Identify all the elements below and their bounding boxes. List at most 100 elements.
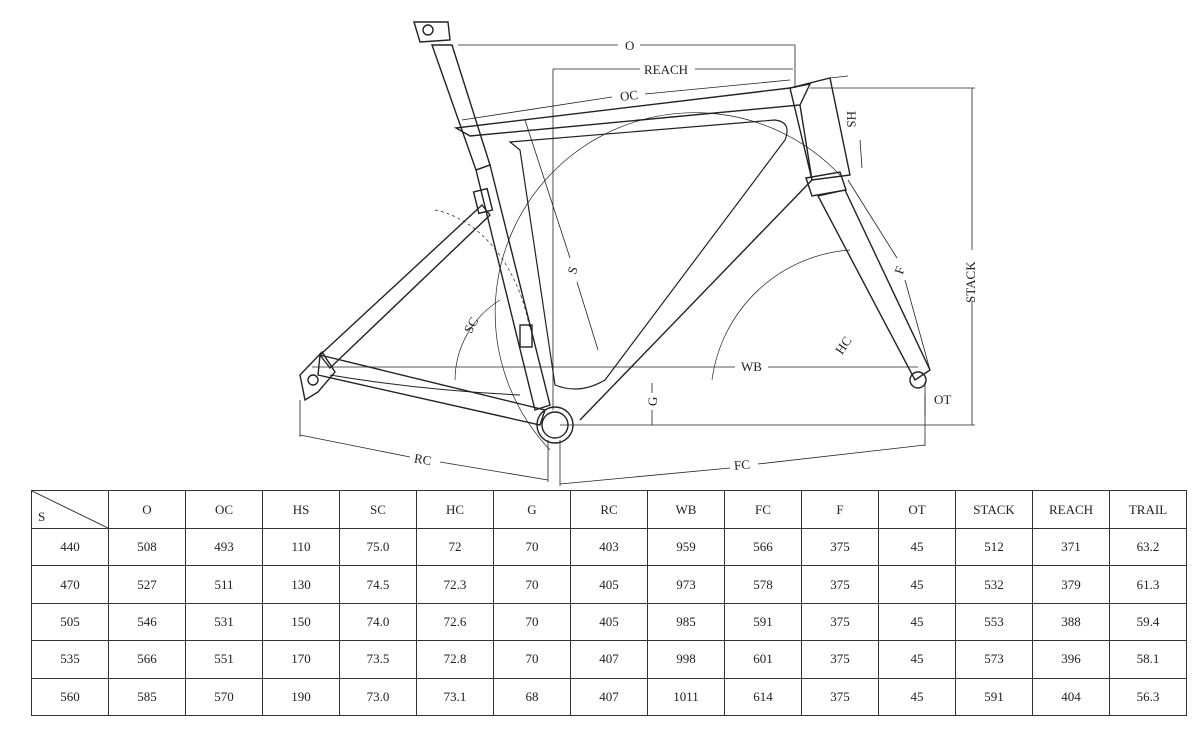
label-f: F xyxy=(891,264,908,276)
table-cell: 110 xyxy=(262,527,340,567)
table-cell: 985 xyxy=(647,602,725,642)
corner-diagonal xyxy=(32,491,108,528)
header-cell: SC xyxy=(339,490,417,529)
table-cell: 70 xyxy=(493,602,571,642)
table-cell: 614 xyxy=(724,677,802,717)
table-cell: 63.2 xyxy=(1109,527,1187,567)
corner-label: S xyxy=(38,509,46,524)
table-cell: 70 xyxy=(493,640,571,679)
table-cell: 578 xyxy=(724,565,802,604)
table-cell: 591 xyxy=(955,677,1033,717)
label-rc: RC xyxy=(413,450,433,468)
header-cell: OC xyxy=(185,490,263,529)
table-cell: 573 xyxy=(955,640,1033,679)
table-cell: 566 xyxy=(724,527,802,567)
table-cell: 546 xyxy=(108,602,186,642)
table-cell: 566 xyxy=(108,640,186,679)
table-cell: 388 xyxy=(1032,602,1110,642)
dimension-labels: O REACH OC HS STACK S F SC HC WB G OT RC… xyxy=(413,38,978,473)
label-g: G xyxy=(645,397,660,406)
size-cell: 470 xyxy=(31,565,109,604)
table-cell: 45 xyxy=(878,677,956,717)
table-cell: 371 xyxy=(1032,527,1110,567)
label-fc: FC xyxy=(733,457,750,473)
table-cell: 70 xyxy=(493,527,571,567)
header-cell: FC xyxy=(724,490,802,529)
table-cell: 531 xyxy=(185,602,263,642)
label-ot: OT xyxy=(934,392,951,407)
table-cell: 375 xyxy=(801,602,879,642)
table-cell: 70 xyxy=(493,565,571,604)
table-cell: 551 xyxy=(185,640,263,679)
table-cell: 493 xyxy=(185,527,263,567)
corner-cell: S xyxy=(31,490,109,529)
table-cell: 74.5 xyxy=(339,565,417,604)
table-cell: 190 xyxy=(262,677,340,717)
header-row: S O OC HS SC HC G RC WB FC F OT STACK RE… xyxy=(31,490,1187,529)
table-cell: 570 xyxy=(185,677,263,717)
table-cell: 375 xyxy=(801,640,879,679)
label-stack: STACK xyxy=(963,261,978,303)
table-cell: 170 xyxy=(262,640,340,679)
bike-frame xyxy=(299,21,931,451)
table-cell: 404 xyxy=(1032,677,1110,717)
table-cell: 61.3 xyxy=(1109,565,1187,604)
label-hc: HC xyxy=(832,334,855,357)
header-cell: WB xyxy=(647,490,725,529)
label-reach: REACH xyxy=(644,62,688,77)
size-cell: 535 xyxy=(31,640,109,679)
table-cell: 527 xyxy=(108,565,186,604)
geometry-table: S O OC HS SC HC G RC WB FC F OT STACK RE… xyxy=(31,490,1187,717)
table-cell: 532 xyxy=(955,565,1033,604)
table-cell: 396 xyxy=(1032,640,1110,679)
header-cell: HS xyxy=(262,490,340,529)
table-cell: 973 xyxy=(647,565,725,604)
table-cell: 73.1 xyxy=(416,677,494,717)
table-cell: 508 xyxy=(108,527,186,567)
dimension-lines xyxy=(299,44,975,486)
frame-geometry-diagram: O REACH OC HS STACK S F SC HC WB G OT RC… xyxy=(299,21,978,486)
table-cell: 375 xyxy=(801,565,879,604)
table-cell: 73.0 xyxy=(339,677,417,717)
table-cell: 998 xyxy=(647,640,725,679)
table-cell: 73.5 xyxy=(339,640,417,679)
label-oc: OC xyxy=(619,87,639,104)
table-cell: 601 xyxy=(724,640,802,679)
header-cell: TRAIL xyxy=(1109,490,1187,529)
table-cell: 150 xyxy=(262,602,340,642)
table-cell: 72.6 xyxy=(416,602,494,642)
label-s: S xyxy=(564,264,581,276)
table-cell: 68 xyxy=(493,677,571,717)
header-cell: REACH xyxy=(1032,490,1110,529)
table-cell: 405 xyxy=(570,565,648,604)
table-cell: 72.3 xyxy=(416,565,494,604)
table-cell: 74.0 xyxy=(339,602,417,642)
table-cell: 56.3 xyxy=(1109,677,1187,717)
table-cell: 45 xyxy=(878,640,956,679)
table-cell: 591 xyxy=(724,602,802,642)
size-cell: 560 xyxy=(31,677,109,717)
table-cell: 553 xyxy=(955,602,1033,642)
header-cell: RC xyxy=(570,490,648,529)
size-cell: 440 xyxy=(31,527,109,567)
table-cell: 407 xyxy=(570,640,648,679)
table-cell: 375 xyxy=(801,677,879,717)
table-cell: 407 xyxy=(570,677,648,717)
table-cell: 45 xyxy=(878,602,956,642)
table-cell: 75.0 xyxy=(339,527,417,567)
table-cell: 511 xyxy=(185,565,263,604)
header-cell: O xyxy=(108,490,186,529)
table-cell: 959 xyxy=(647,527,725,567)
table-cell: 72 xyxy=(416,527,494,567)
table-cell: 58.1 xyxy=(1109,640,1187,679)
table-cell: 403 xyxy=(570,527,648,567)
size-cell: 505 xyxy=(31,602,109,642)
header-cell: HC xyxy=(416,490,494,529)
table-cell: 1011 xyxy=(647,677,725,717)
label-wb: WB xyxy=(741,359,762,374)
